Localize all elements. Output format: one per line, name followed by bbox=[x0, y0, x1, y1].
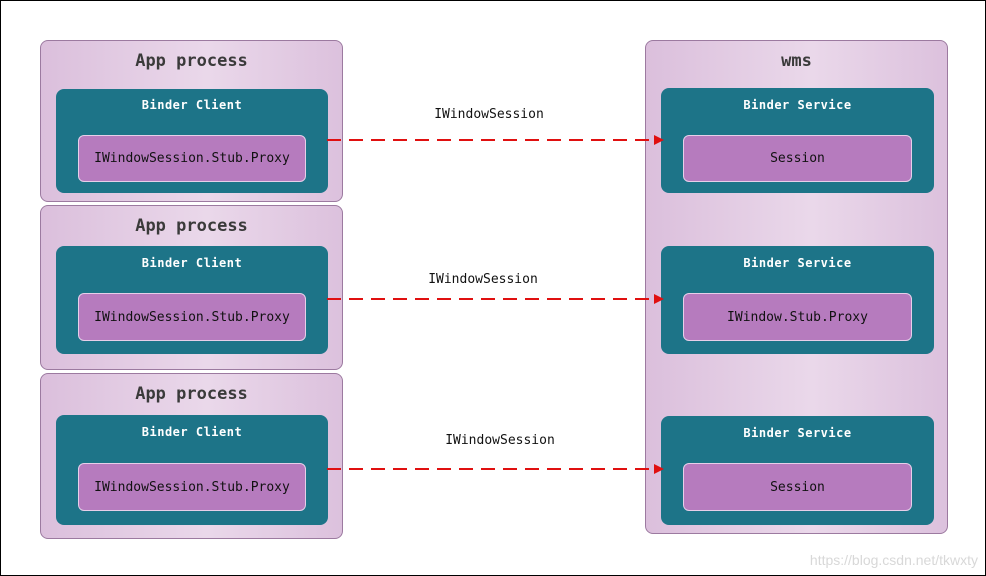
watermark: https://blog.csdn.net/tkwxty bbox=[809, 552, 978, 568]
connection-label-3: IWindowSession bbox=[445, 433, 555, 448]
binder-service-label: Binder Service bbox=[743, 98, 852, 112]
binder-client-label: Binder Client bbox=[141, 256, 243, 270]
app-process-3: App process Binder Client IWindowSession… bbox=[40, 373, 343, 539]
app-process-title: App process bbox=[135, 384, 248, 404]
proxy-object-3: IWindowSession.Stub.Proxy bbox=[78, 463, 306, 511]
binder-service-label: Binder Service bbox=[743, 256, 852, 270]
binder-service-label: Binder Service bbox=[743, 426, 852, 440]
connection-label-1: IWindowSession bbox=[434, 107, 544, 122]
binder-service-1: Binder Service Session bbox=[661, 88, 934, 193]
binder-service-3: Binder Service Session bbox=[661, 416, 934, 525]
session-object-3: Session bbox=[683, 463, 912, 511]
proxy-object-2: IWindowSession.Stub.Proxy bbox=[78, 293, 306, 341]
session-object-1: Session bbox=[683, 135, 912, 182]
app-process-1: App process Binder Client IWindowSession… bbox=[40, 40, 343, 202]
app-process-title: App process bbox=[135, 51, 248, 71]
binder-client-label: Binder Client bbox=[141, 425, 243, 439]
binder-client-label: Binder Client bbox=[141, 98, 243, 112]
iwindow-proxy-object: IWindow.Stub.Proxy bbox=[683, 293, 912, 341]
binder-client-1: Binder Client IWindowSession.Stub.Proxy bbox=[56, 89, 328, 193]
proxy-object-1: IWindowSession.Stub.Proxy bbox=[78, 135, 306, 182]
binder-service-2: Binder Service IWindow.Stub.Proxy bbox=[661, 246, 934, 354]
wms-title: wms bbox=[781, 51, 812, 71]
wms-process: wms Binder Service Session Binder Servic… bbox=[645, 40, 948, 534]
binder-client-3: Binder Client IWindowSession.Stub.Proxy bbox=[56, 415, 328, 525]
app-process-2: App process Binder Client IWindowSession… bbox=[40, 205, 343, 370]
binder-client-2: Binder Client IWindowSession.Stub.Proxy bbox=[56, 246, 328, 354]
connection-label-2: IWindowSession bbox=[428, 272, 538, 287]
app-process-title: App process bbox=[135, 216, 248, 236]
